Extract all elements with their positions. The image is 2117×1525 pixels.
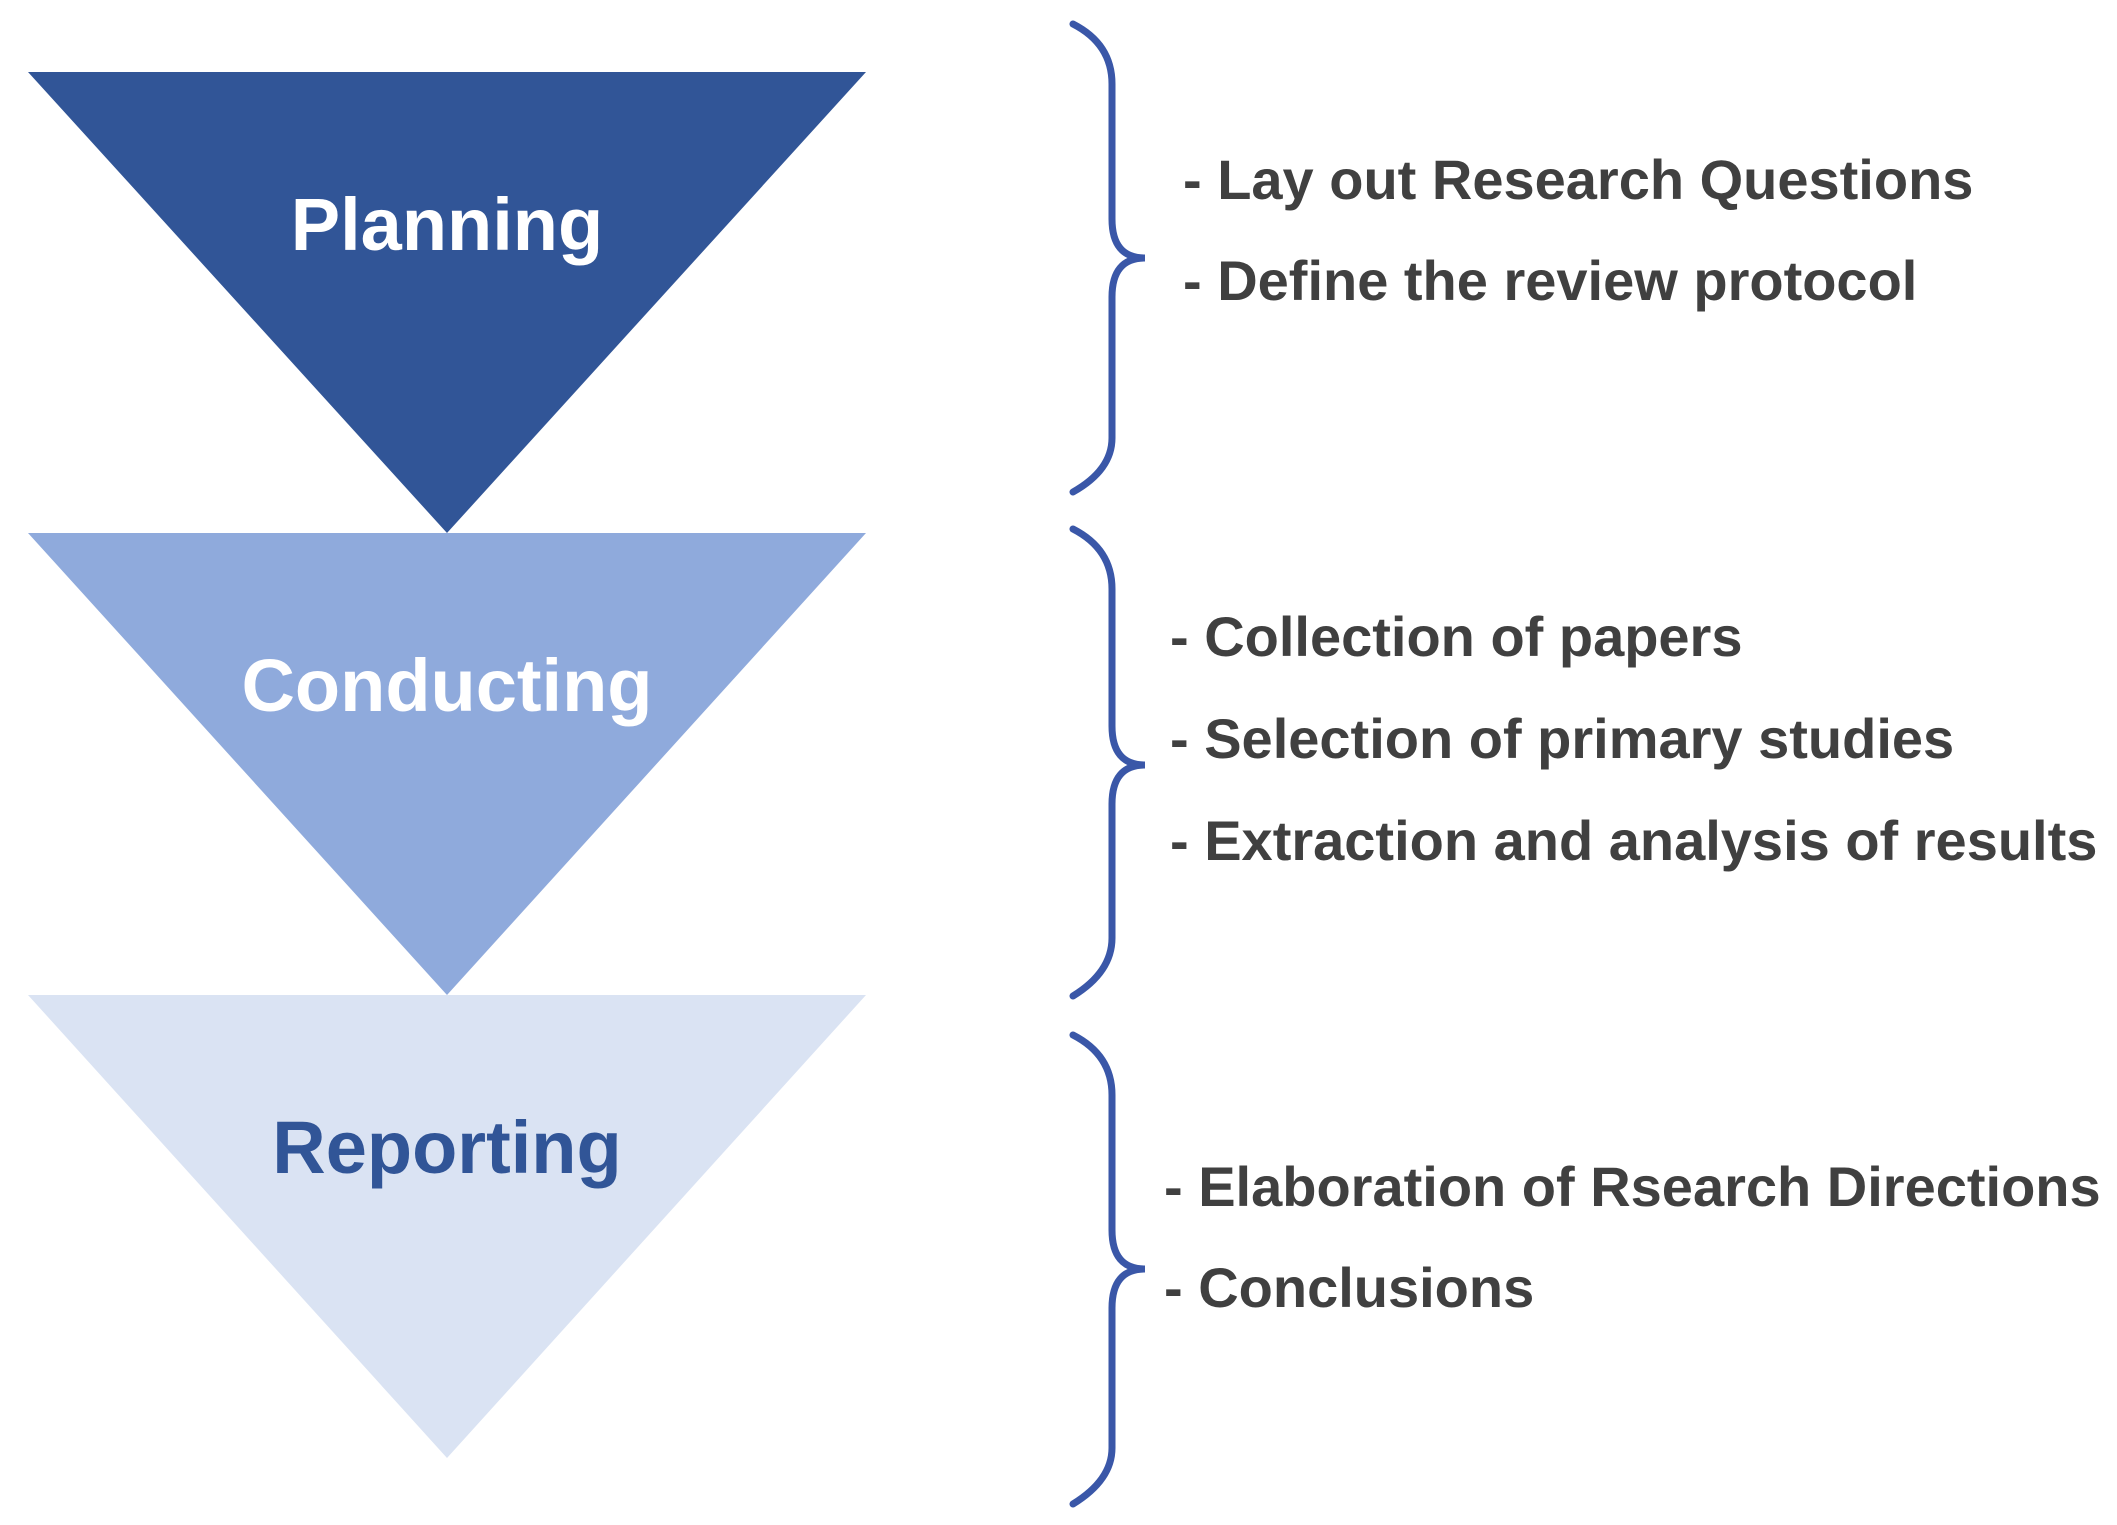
conducting-item-selection: - Selection of primary studies bbox=[1170, 707, 1954, 770]
conducting-items: - Collection of papers - Selection of pr… bbox=[1170, 605, 2097, 872]
conducting-bracket-icon bbox=[1069, 525, 1146, 1000]
reporting-item-research-directions: - Elaboration of Rsearch Directions bbox=[1164, 1155, 2101, 1218]
reporting-label: Reporting bbox=[272, 1106, 621, 1189]
stage-planning: Planning bbox=[28, 72, 866, 533]
stage-conducting: Conducting bbox=[28, 533, 866, 995]
stage-reporting: Reporting bbox=[28, 995, 866, 1458]
conducting-label: Conducting bbox=[241, 644, 652, 727]
reporting-items: - Elaboration of Rsearch Directions - Co… bbox=[1164, 1155, 2101, 1319]
conducting-triangle bbox=[28, 533, 866, 995]
planning-triangle bbox=[28, 72, 866, 533]
reporting-bracket-icon bbox=[1069, 1031, 1146, 1508]
planning-bracket-icon bbox=[1069, 20, 1146, 496]
planning-item-research-questions: - Lay out Research Questions bbox=[1183, 148, 1973, 211]
planning-label: Planning bbox=[291, 183, 603, 266]
conducting-item-extraction: - Extraction and analysis of results bbox=[1170, 809, 2097, 872]
planning-items: - Lay out Research Questions - Define th… bbox=[1183, 148, 1973, 312]
conducting-item-collection: - Collection of papers bbox=[1170, 605, 1743, 668]
planning-item-review-protocol: - Define the review protocol bbox=[1183, 249, 1917, 312]
reporting-item-conclusions: - Conclusions bbox=[1164, 1256, 1534, 1319]
reporting-triangle bbox=[28, 995, 866, 1458]
